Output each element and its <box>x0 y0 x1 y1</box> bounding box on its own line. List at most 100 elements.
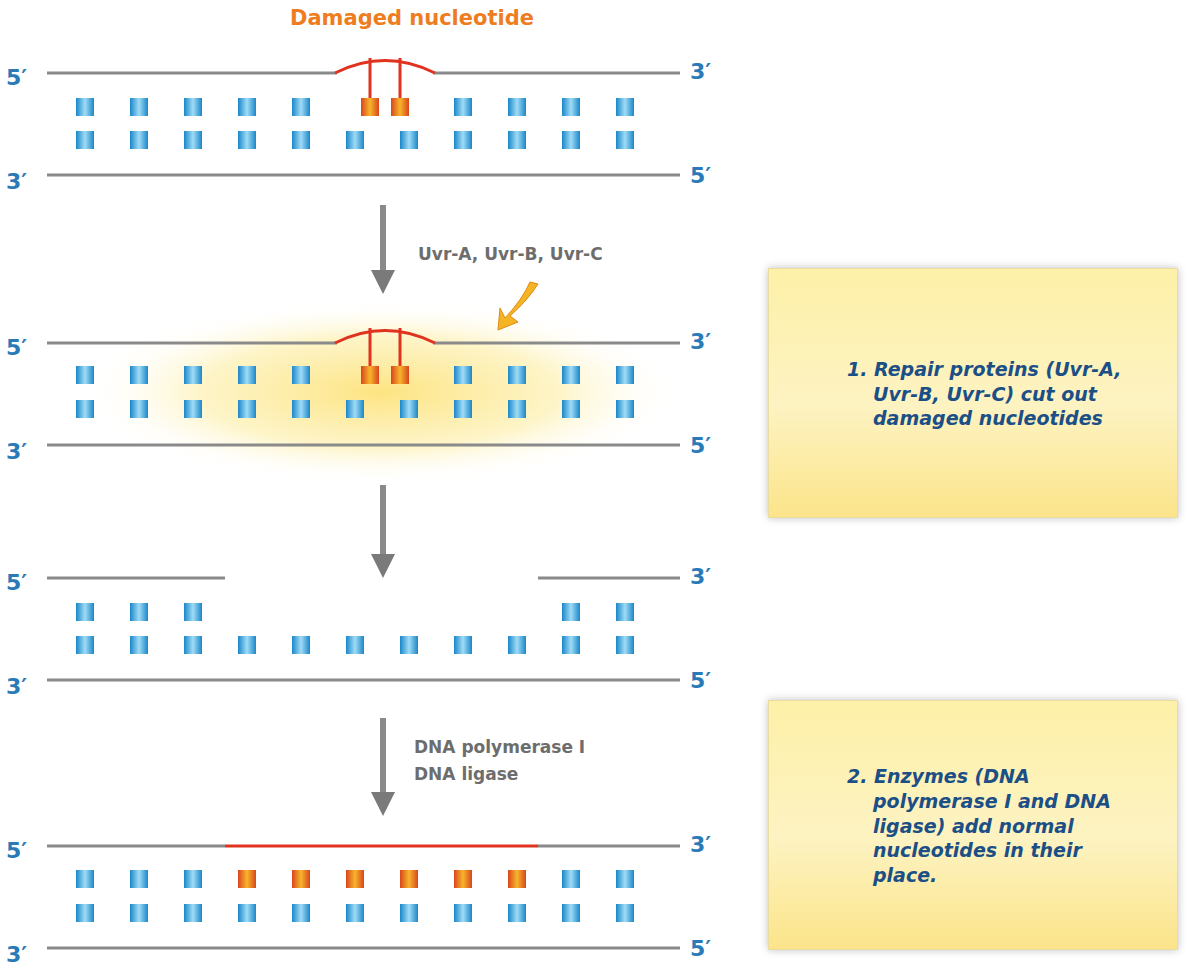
base-square <box>238 366 256 384</box>
note-box: 2. Enzymes (DNA polymerase I and DNA lig… <box>768 700 1178 950</box>
base-square <box>292 366 310 384</box>
base-square <box>454 98 472 116</box>
base-square <box>562 400 580 418</box>
bases <box>76 98 634 922</box>
base-square <box>400 636 418 654</box>
base-square <box>76 904 94 922</box>
base-square <box>400 400 418 418</box>
strand-end-label: 5′ <box>690 936 711 961</box>
base-square <box>508 366 526 384</box>
base-square <box>184 636 202 654</box>
enzyme-label: DNA ligase <box>414 764 518 784</box>
base-square <box>346 131 364 149</box>
base-square <box>292 98 310 116</box>
base-square <box>76 636 94 654</box>
base-square <box>400 870 418 888</box>
note-text: 2. Enzymes (DNA polymerase I and DNA lig… <box>845 764 1147 887</box>
base-square <box>130 603 148 621</box>
base-square <box>508 870 526 888</box>
base-square <box>616 870 634 888</box>
base-square <box>391 98 409 116</box>
base-square <box>616 98 634 116</box>
base-square <box>292 131 310 149</box>
base-square <box>361 98 379 116</box>
base-square <box>184 366 202 384</box>
strand-end-label: 5′ <box>6 65 27 90</box>
base-square <box>562 603 580 621</box>
base-square <box>400 131 418 149</box>
highlight-glow <box>80 300 680 484</box>
step-arrows <box>380 205 386 804</box>
base-square <box>562 636 580 654</box>
title-label: Damaged nucleotide <box>290 6 534 30</box>
strand-end-label: 3′ <box>690 832 711 857</box>
strand-end-label: 3′ <box>690 564 711 589</box>
damaged-segment <box>225 58 538 846</box>
base-square <box>184 870 202 888</box>
note-text: 1. Repair proteins (Uvr-A, Uvr-B, Uvr-C)… <box>845 357 1147 431</box>
strand-end-label: 3′ <box>6 674 27 699</box>
base-square <box>508 98 526 116</box>
base-square <box>508 400 526 418</box>
base-square <box>130 904 148 922</box>
base-square <box>508 131 526 149</box>
base-square <box>76 98 94 116</box>
strand-end-label: 5′ <box>6 335 27 360</box>
base-square <box>76 870 94 888</box>
base-square <box>391 366 409 384</box>
strand-end-label: 5′ <box>690 668 711 693</box>
strand-end-label: 5′ <box>690 433 711 458</box>
base-square <box>616 603 634 621</box>
base-square <box>238 131 256 149</box>
base-square <box>76 400 94 418</box>
base-square <box>130 636 148 654</box>
base-square <box>76 366 94 384</box>
enzyme-label: Uvr-A, Uvr-B, Uvr-C <box>418 244 603 264</box>
base-square <box>346 636 364 654</box>
base-square <box>616 636 634 654</box>
base-square <box>238 98 256 116</box>
strand-end-label: 5′ <box>6 570 27 595</box>
base-square <box>238 636 256 654</box>
base-square <box>616 400 634 418</box>
base-square <box>562 366 580 384</box>
base-square <box>130 98 148 116</box>
base-square <box>76 603 94 621</box>
base-square <box>130 870 148 888</box>
base-square <box>400 904 418 922</box>
base-square <box>130 400 148 418</box>
base-square <box>184 400 202 418</box>
base-square <box>184 98 202 116</box>
base-square <box>130 131 148 149</box>
base-square <box>508 636 526 654</box>
pointer-arrow <box>498 282 538 330</box>
base-square <box>238 904 256 922</box>
base-square <box>562 870 580 888</box>
strand-end-label: 3′ <box>6 942 27 967</box>
base-square <box>346 870 364 888</box>
enzyme-label: DNA polymerase I <box>414 737 585 757</box>
base-square <box>454 636 472 654</box>
base-square <box>616 131 634 149</box>
base-square <box>346 904 364 922</box>
base-square <box>238 400 256 418</box>
base-square <box>454 400 472 418</box>
base-square <box>184 131 202 149</box>
note-box: 1. Repair proteins (Uvr-A, Uvr-B, Uvr-C)… <box>768 268 1178 518</box>
base-square <box>346 400 364 418</box>
base-square <box>454 870 472 888</box>
strand-end-label: 3′ <box>690 59 711 84</box>
base-square <box>292 636 310 654</box>
base-square <box>454 131 472 149</box>
base-square <box>508 904 526 922</box>
base-square <box>292 400 310 418</box>
base-square <box>184 603 202 621</box>
base-square <box>130 366 148 384</box>
base-square <box>292 870 310 888</box>
base-square <box>454 366 472 384</box>
base-square <box>361 366 379 384</box>
base-square <box>76 131 94 149</box>
strands <box>47 73 680 948</box>
base-square <box>292 904 310 922</box>
strand-end-label: 3′ <box>6 439 27 464</box>
